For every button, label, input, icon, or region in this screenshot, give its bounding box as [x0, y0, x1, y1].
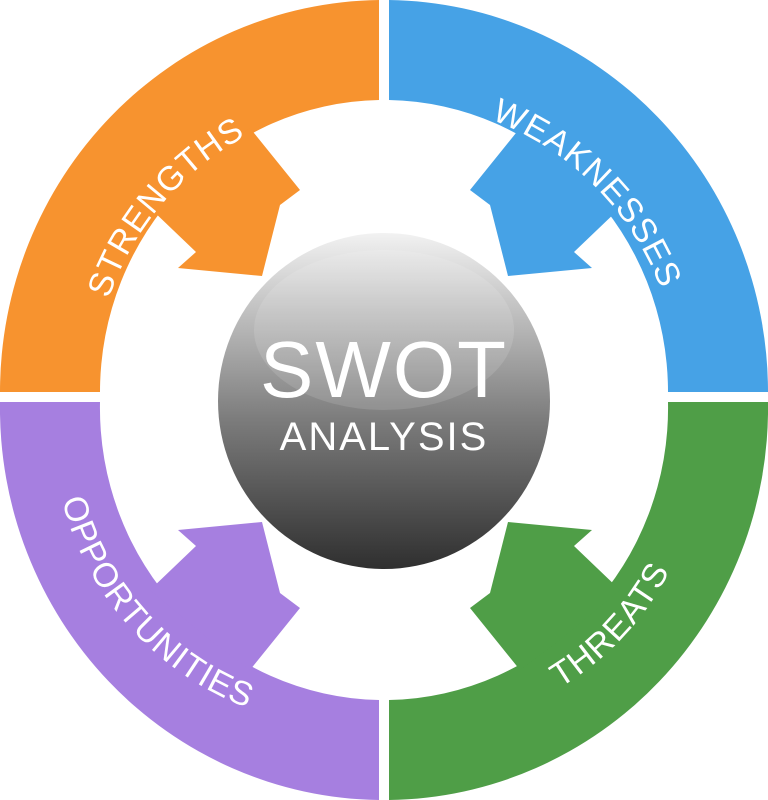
opportunities-arc	[0, 402, 379, 800]
weaknesses-arrow	[470, 128, 620, 276]
hub-highlight	[254, 250, 514, 410]
center-hub: SWOT ANALYSIS	[218, 233, 550, 569]
threats-arc	[389, 402, 768, 800]
strengths-arrow	[150, 128, 300, 276]
threats-arrow	[470, 522, 620, 670]
opportunities-arrow	[150, 522, 300, 670]
strengths-arc	[0, 0, 379, 392]
hub-sphere	[218, 233, 550, 569]
hub-subtitle: ANALYSIS	[280, 415, 489, 459]
hub-title: SWOT	[260, 325, 508, 414]
strengths-segment: STRENGTHS	[0, 0, 379, 392]
weaknesses-arc	[389, 0, 768, 392]
